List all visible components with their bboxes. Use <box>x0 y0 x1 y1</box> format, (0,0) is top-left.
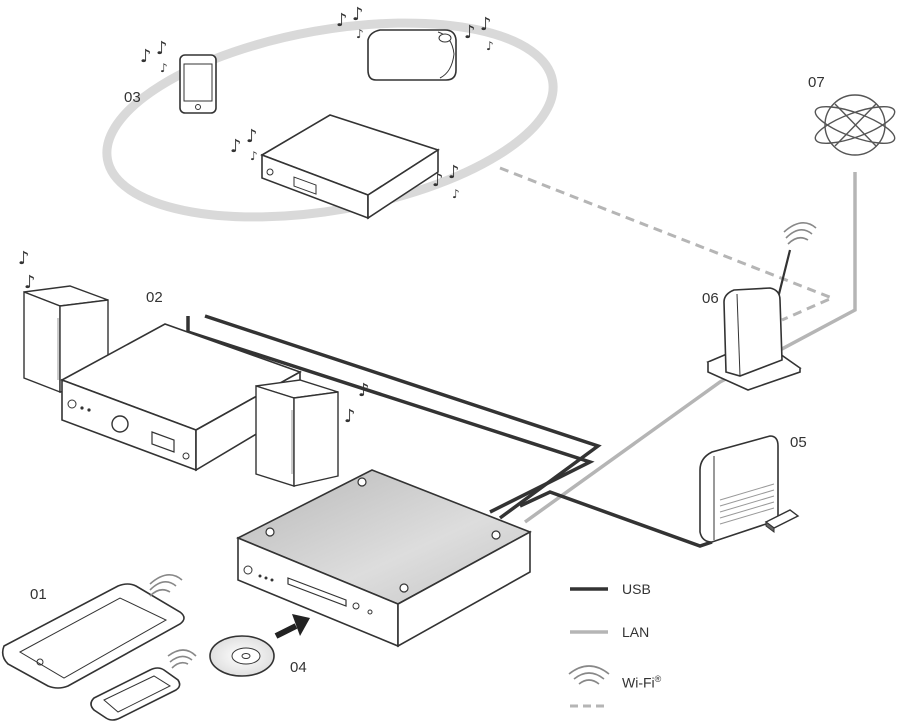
music-note-icon: ♪ <box>464 22 476 43</box>
smartphone <box>90 649 197 721</box>
music-note-icon: ♪ <box>24 272 36 293</box>
label-07: 07 <box>808 74 825 91</box>
lan-lines <box>523 172 857 524</box>
legend-lan-label: LAN <box>622 624 650 640</box>
label-05: 05 <box>790 434 807 451</box>
label-06: 06 <box>702 290 719 307</box>
music-note-icon: ♪ <box>18 248 30 269</box>
music-note-icon: ♪ <box>352 4 364 25</box>
music-note-icon: ♪ <box>344 406 356 427</box>
music-note-icon: ♪ <box>140 46 152 67</box>
music-note-icon: ♪ <box>432 170 444 191</box>
label-02: 02 <box>146 289 163 306</box>
music-note-icon: ♪ <box>486 39 494 53</box>
label-01: 01 <box>30 586 47 603</box>
external-usb-drive <box>699 435 779 543</box>
wifi-waves-icon <box>568 665 610 685</box>
wifi-link-line <box>499 166 836 322</box>
wireless-speaker <box>367 29 457 81</box>
insert-arrow-icon <box>274 614 310 639</box>
music-note-icon: ♪ <box>250 149 258 163</box>
music-note-icon: ♪ <box>230 136 242 157</box>
usb-lines <box>186 314 713 548</box>
wifi-waves-icon <box>167 649 197 669</box>
main-player <box>236 469 532 648</box>
legend-wifi-label: Wi-Fi® <box>622 674 662 691</box>
music-note-icon: ♪ <box>336 10 348 31</box>
label-03: 03 <box>124 89 141 106</box>
tablet <box>1 574 185 689</box>
smartphone-top <box>179 54 217 114</box>
music-note-icon: ♪ <box>356 27 364 41</box>
router <box>706 222 817 391</box>
speaker-right <box>255 379 339 487</box>
label-04: 04 <box>290 659 307 676</box>
globe-icon <box>814 94 896 156</box>
wifi-waves-icon <box>783 222 817 245</box>
network-player <box>260 114 440 220</box>
music-note-icon: ♪ <box>452 187 460 201</box>
wifi-waves-icon <box>149 574 183 597</box>
music-note-icon: ♪ <box>358 380 370 401</box>
music-note-icon: ♪ <box>160 61 168 75</box>
music-note-icon: ♪ <box>448 162 460 183</box>
usb-stick <box>764 509 800 533</box>
music-note-icon: ♪ <box>246 126 258 147</box>
legend-usb-label: USB <box>622 581 651 597</box>
cd-disc <box>209 635 275 677</box>
music-note-icon: ♪ <box>156 38 168 59</box>
music-note-icon: ♪ <box>480 14 492 35</box>
legend <box>568 587 610 708</box>
